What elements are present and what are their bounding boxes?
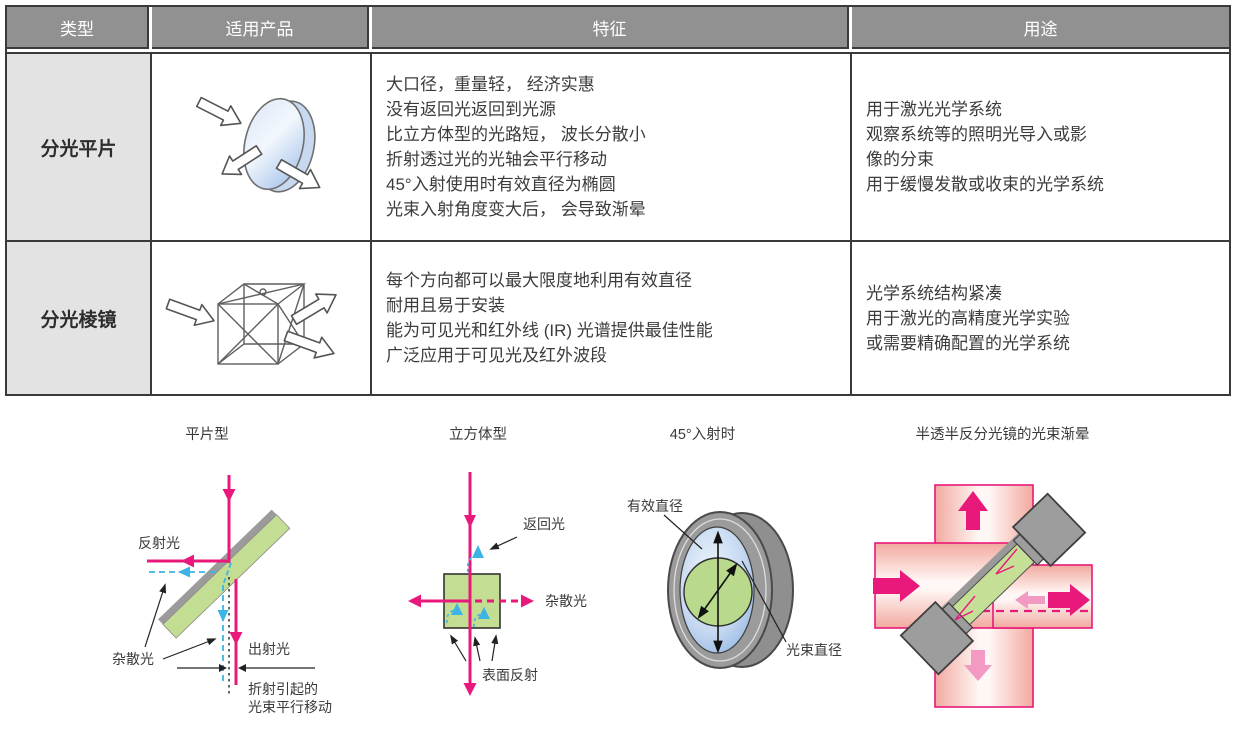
label-exit-light: 出射光: [248, 641, 290, 657]
table-row: 分光平片: [7, 52, 1229, 240]
shift-measurement: [177, 664, 315, 672]
uses-cell: 光学系统结构紧凑 用于激光的高精度光学实验 或需要精确配置的光学系统: [852, 242, 1229, 394]
diagram-title: 45°入射时: [669, 427, 736, 443]
diagram-45-incidence: 45°入射时: [590, 426, 855, 740]
plate-type-drawing: 反射光 杂散光 出射光 折射引起的 光束平行移动: [112, 475, 332, 715]
header-uses: 用途: [852, 7, 1229, 49]
uses-text: 光学系统结构紧凑 用于激光的高精度光学实验 或需要精确配置的光学系统: [866, 283, 1070, 353]
label-surface-reflection: 表面反射: [482, 667, 538, 683]
leader-line: [741, 560, 787, 643]
beam-direction-arrows: [873, 491, 1090, 681]
cube-type-drawing: 返回光 杂散光 表面反射: [408, 472, 587, 696]
uses-text: 用于激光光学系统 观察系统等的照明光导入或影 像的分束 用于缓慢发散或收束的光学…: [866, 100, 1104, 194]
diagram-title: 立方体型: [449, 427, 507, 443]
pointer-arrow: [491, 634, 499, 662]
pointer-arrow: [473, 636, 481, 662]
uses-cell: 用于激光光学系统 观察系统等的照明光导入或影 像的分束 用于缓慢发散或收束的光学…: [852, 54, 1229, 240]
plate-beamsplitter-icon: [195, 96, 321, 193]
cube-beamsplitter-icon: [165, 283, 337, 365]
internal-reflection-path: [954, 595, 976, 621]
product-cell: [152, 242, 372, 394]
header-type: 类型: [7, 7, 149, 49]
diagram-strip: 平片型: [0, 422, 1236, 740]
pointer-arrow: [489, 536, 518, 550]
product-cell: [152, 54, 372, 240]
main-beam-rays: [147, 475, 243, 685]
beam-diameter-arrow: [697, 563, 738, 619]
label-effective-diameter: 有效直径: [627, 498, 683, 514]
pointer-arrow: [450, 634, 467, 662]
features-text: 每个方向都可以最大限度地利用有效直径 耐用且易于安装 能为可见光和红外线 (IR…: [386, 271, 713, 365]
type-cell: 分光平片: [7, 54, 152, 240]
label-return-light: 返回光: [523, 516, 565, 532]
label-reflected-light: 反射光: [138, 535, 180, 551]
diagram-plate-type: 平片型: [85, 426, 365, 740]
type-cell: 分光棱镜: [7, 242, 152, 394]
diagram-cube-type: 立方体型: [365, 426, 605, 740]
diagram-title: 半透半反分光镜的光束渐晕: [915, 427, 1090, 443]
internal-reflection-path: [995, 548, 1018, 575]
half-mirror-plate-with-mounts: [899, 492, 1087, 676]
pointer-arrow: [162, 638, 217, 660]
glass-plate: [158, 509, 291, 639]
label-stray-light: 杂散光: [545, 593, 587, 609]
diagram-vignetting: 半透半反分光镜的光束渐晕: [865, 426, 1195, 740]
table-row: 分光棱镜: [7, 240, 1229, 394]
label-beam-diameter: 光束直径: [786, 642, 842, 658]
leader-line: [663, 514, 703, 550]
label-stray-light: 杂散光: [112, 651, 154, 667]
pointer-arrow: [144, 583, 167, 648]
header-features: 特征: [372, 7, 849, 49]
vignetting-drawing: [873, 484, 1093, 708]
table-header-row: 类型 适用产品 特征 用途: [7, 7, 1229, 49]
diagram-title: 平片型: [185, 427, 229, 443]
main-beam-rays: [408, 472, 534, 696]
features-cell: 每个方向都可以最大限度地利用有效直径 耐用且易于安装 能为可见光和红外线 (IR…: [372, 242, 852, 394]
return-and-surface-reflections: [446, 545, 490, 628]
header-product: 适用产品: [152, 7, 369, 49]
features-cell: 大口径，重量轻， 经济实惠 没有返回光返回到光源 比立方体型的光路短， 波长分散…: [372, 54, 852, 240]
beamsplitter-comparison-table: 类型 适用产品 特征 用途 分光平片: [5, 5, 1231, 396]
label-refraction-shift-line2: 光束平行移动: [248, 699, 332, 715]
label-refraction-shift-line1: 折射引起的: [248, 681, 318, 697]
features-text: 大口径，重量轻， 经济实惠 没有返回光返回到光源 比立方体型的光路短， 波长分散…: [386, 75, 646, 219]
mounted-optic-drawing: 有效直径 光束直径: [627, 498, 842, 669]
